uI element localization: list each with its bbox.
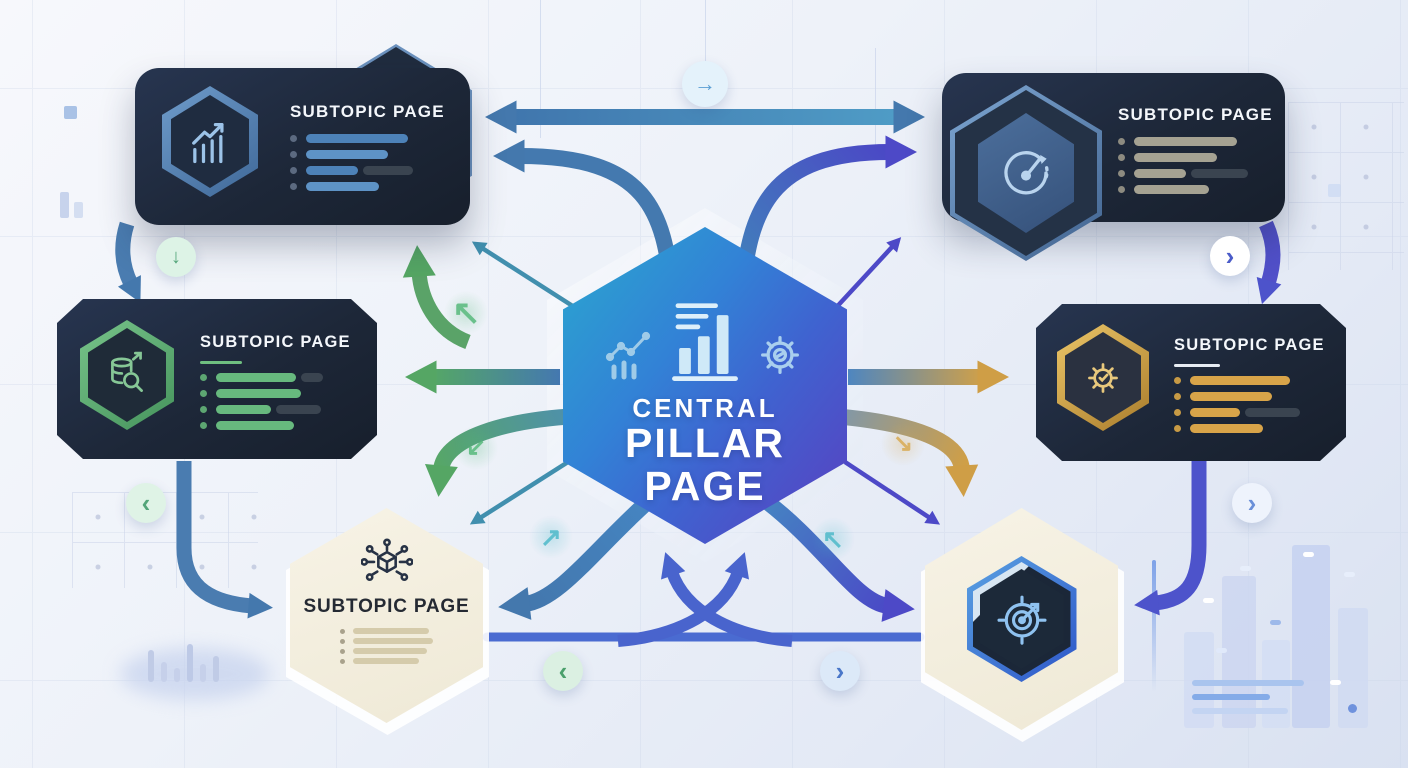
placeholder-line [1118, 153, 1248, 162]
central-title-line1: CENTRAL [632, 393, 778, 423]
central-title-line2: PILLAR [624, 420, 786, 467]
flow-badge-top: → [682, 61, 728, 107]
flow-badge-right-mid: › [1232, 483, 1272, 523]
placeholder-line [200, 405, 323, 414]
network-cube-icon [360, 538, 413, 581]
placeholder-line [1174, 392, 1300, 401]
central-title: CENTRAL PILLAR PAGE [624, 393, 786, 509]
gear-icon [1057, 324, 1149, 431]
card-title: SUBTOPIC PAGE [200, 333, 351, 351]
placeholder-line [200, 373, 323, 382]
arrow-thin-up-left [471, 241, 584, 314]
decorative-bar [161, 662, 167, 682]
gear-icon [761, 336, 799, 374]
placeholder-lines [340, 628, 433, 668]
title-underline [1174, 364, 1220, 367]
placeholder-lines [1118, 137, 1248, 201]
card-title: SUBTOPIC PAGE [1174, 336, 1325, 354]
decorative-row [1192, 694, 1270, 700]
arrow-cross-up-left [660, 552, 793, 647]
decorative-dash [1330, 680, 1341, 685]
placeholder-line [1174, 376, 1300, 385]
decorative-bar [174, 668, 180, 682]
placeholder-line [200, 389, 323, 398]
placeholder-line [1118, 137, 1248, 146]
decorative-line [1152, 560, 1156, 692]
glow-arrow-icon: ↖ [452, 294, 481, 332]
arrow-top-right-to-mid-right [1256, 220, 1282, 305]
arrow-top-left-to-mid-left [115, 221, 141, 303]
arrow-thin-down-right [843, 460, 941, 525]
placeholder-line [1118, 169, 1248, 178]
decorative-row [1192, 708, 1288, 714]
placeholder-line [200, 421, 323, 430]
placeholder-line [290, 150, 413, 159]
target-icon [966, 556, 1077, 682]
flow-badge-bottom-right: › [820, 651, 860, 691]
arrow-mid-right-to-bottom-right [1134, 461, 1207, 616]
placeholder-line [340, 658, 433, 664]
decorative-bar [200, 664, 206, 682]
decorative-dash [1216, 648, 1227, 653]
decorative-bar [1292, 545, 1330, 728]
decorative-row [1192, 680, 1304, 686]
arrow-center-to-bottom-left [498, 491, 658, 620]
decorative-dash [1203, 598, 1214, 603]
database-search-icon [80, 320, 174, 430]
decorative-dash [1303, 552, 1314, 557]
flow-badge-left-mid: ‹ [126, 483, 166, 523]
arrow-thin-up-right [830, 237, 902, 314]
decorative-bar [1222, 576, 1256, 728]
line-chart-icon [605, 331, 651, 380]
placeholder-line [340, 648, 433, 654]
placeholder-lines [1174, 376, 1300, 440]
arrow-center-to-bottom-right [757, 491, 915, 622]
placeholder-line [290, 134, 413, 143]
central-title-line3: PAGE [644, 462, 766, 509]
decorative-blob [120, 648, 270, 700]
arrow-mid-left-to-bottom-left [176, 461, 273, 619]
placeholder-lines [200, 373, 323, 437]
decorative-bar [187, 644, 193, 682]
decorative-bar [148, 650, 154, 682]
title-underline [200, 361, 242, 364]
flow-badge-bottom-left: ‹ [543, 651, 583, 691]
placeholder-line [290, 182, 413, 191]
card-title: SUBTOPIC PAGE [290, 102, 445, 121]
glow-arrow-icon: ↘ [893, 430, 914, 457]
placeholder-line [1174, 408, 1300, 417]
flow-badge-left-upper: ↓ [156, 237, 196, 277]
placeholder-line [1174, 424, 1300, 433]
glow-arrow-icon: ↙ [466, 434, 487, 461]
glow-arrow-icon: ↗ [540, 522, 562, 552]
decorative-dash [1270, 620, 1281, 625]
central-icons [604, 301, 806, 381]
placeholder-line [340, 628, 433, 634]
bar-chart-growth-icon [162, 86, 258, 197]
decorative-dash [1344, 572, 1355, 577]
arrow-thin-down-left [469, 460, 570, 525]
arrow-mid-left-to-top-left [402, 245, 472, 350]
decorative-dash [1240, 566, 1251, 571]
arrow-cross-up-right [617, 552, 750, 647]
card-title: SUBTOPIC PAGE [1118, 105, 1273, 124]
placeholder-lines [290, 134, 413, 198]
gauge-icon [950, 85, 1102, 261]
decorative-bar [213, 656, 219, 682]
placeholder-line [290, 166, 413, 175]
glow-arrow-icon: ↖ [822, 524, 844, 554]
placeholder-line [1118, 185, 1248, 194]
flow-badge-right-upper: › [1210, 236, 1250, 276]
placeholder-line [340, 638, 433, 644]
bar-chart-icon [672, 303, 738, 381]
card-title: SUBTOPIC PAGE [303, 596, 470, 617]
